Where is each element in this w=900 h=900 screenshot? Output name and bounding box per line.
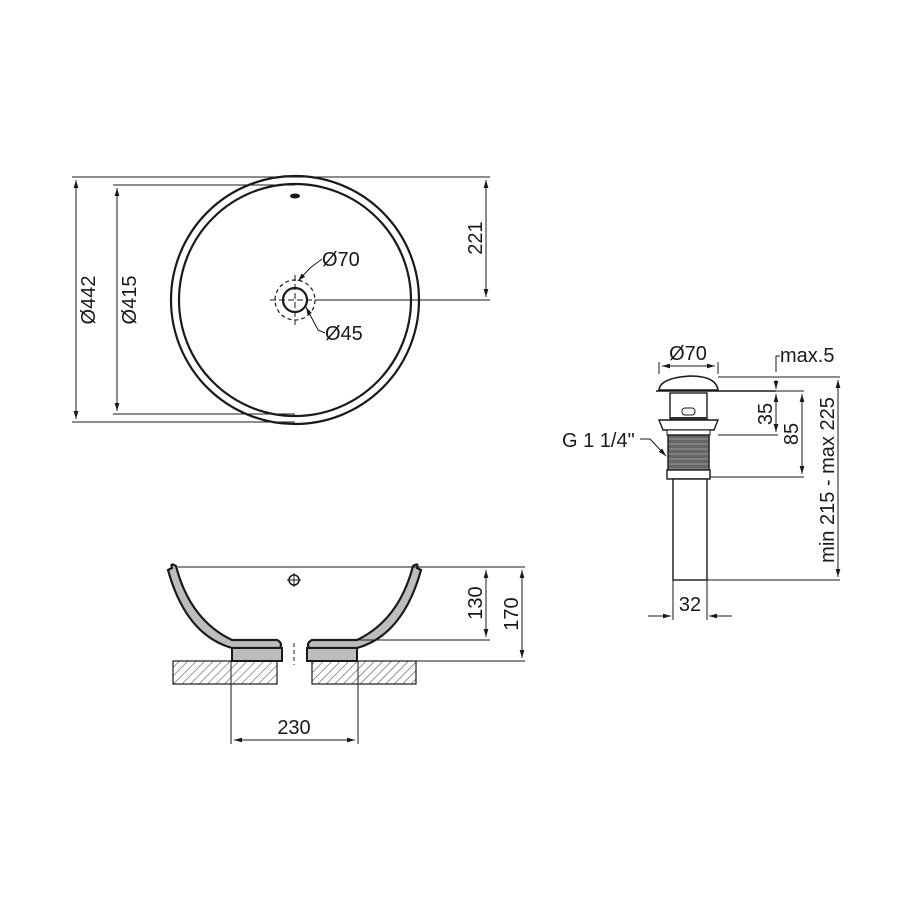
- basin-foot-right: [306, 647, 358, 662]
- dim-total-height: 170: [501, 597, 523, 630]
- basin-wall-left: [166, 563, 283, 650]
- drain-cap: [658, 375, 719, 391]
- basin-foot-left: [231, 647, 283, 662]
- dim-drain-outer: Ø70: [322, 249, 360, 271]
- dim-head-height: 35: [755, 403, 777, 425]
- thread-spec-label: G 1 1/4": [562, 430, 635, 452]
- dim-inner-depth: 130: [465, 586, 487, 619]
- countertop-left: [172, 660, 278, 685]
- dim-outer-diameter: Ø442: [78, 276, 100, 325]
- dim-cap-diameter: Ø70: [669, 343, 707, 365]
- dim-inner-diameter: Ø415: [119, 276, 141, 325]
- drain-flange: [657, 419, 720, 431]
- side-view: 130 170 230: [166, 563, 525, 744]
- drain-thread: [667, 434, 710, 471]
- dim-total-length: min 215 - max 225: [817, 397, 839, 563]
- dim-pipe-diameter: 32: [679, 594, 701, 616]
- dim-cap-height: max.5: [780, 345, 834, 367]
- drain-inner-circle: [281, 286, 309, 314]
- drain-valve-view: Ø70 max.5 35 85 min 215 - max 225 G 1 1/…: [562, 343, 841, 620]
- countertop-right: [311, 660, 417, 685]
- dim-drain-inner: Ø45: [325, 323, 363, 345]
- top-view: Ø442 Ø415 221 Ø70 Ø45: [72, 174, 490, 426]
- overflow-hole: [290, 193, 300, 199]
- dim-center-offset: 221: [465, 221, 487, 254]
- dim-base-width: 230: [277, 717, 310, 739]
- drain-pipe: [672, 478, 708, 581]
- basin-wall-right: [306, 563, 423, 650]
- dim-thread-height: 85: [781, 423, 803, 445]
